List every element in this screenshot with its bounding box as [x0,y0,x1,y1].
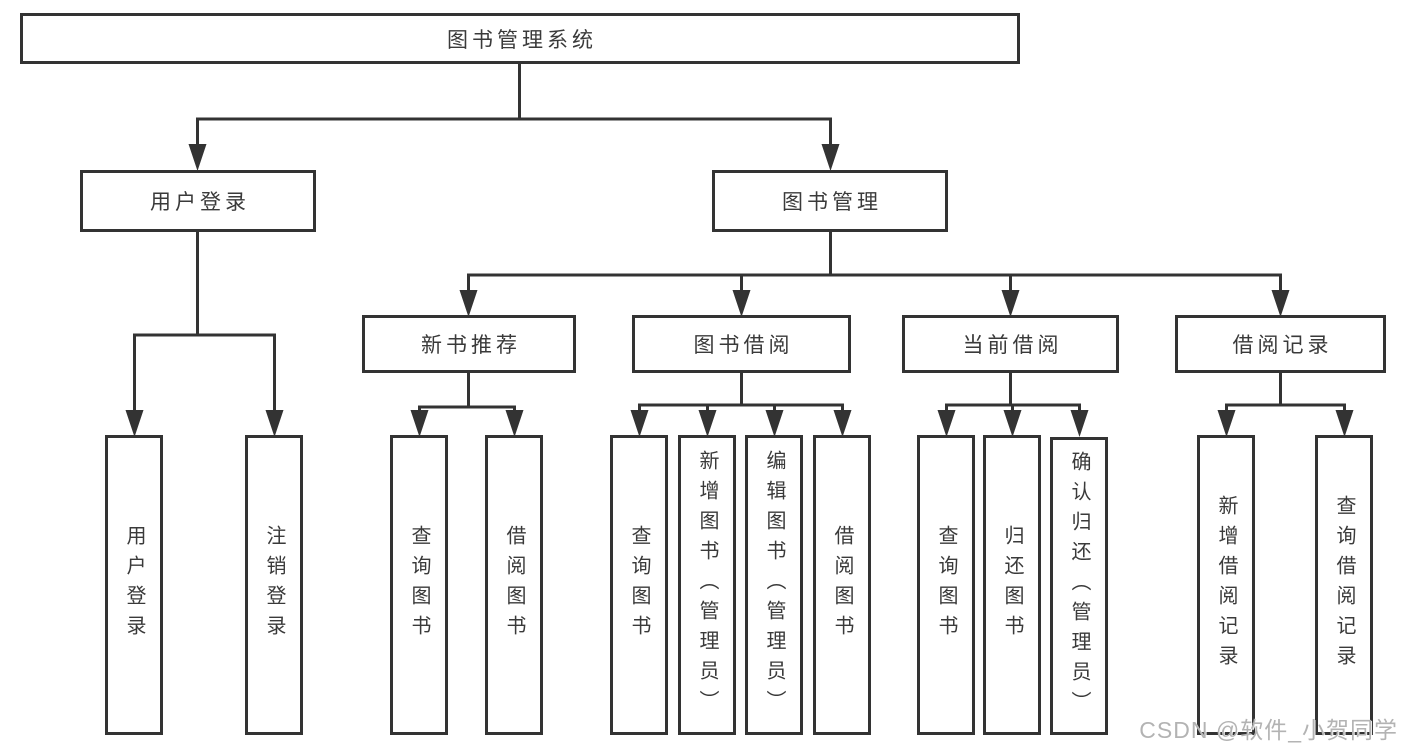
node-new-book-recommend: 新书推荐 [362,315,576,373]
leaf-confirm-return-admin: 确认归还（管理员） [1050,437,1108,735]
node-book-management: 图书管理 [712,170,948,232]
leaf-add-borrow-record: 新增借阅记录 [1197,435,1255,735]
leaf-add-book-admin: 新增图书（管理员） [678,435,736,735]
node-book-borrowing: 图书借阅 [632,315,851,373]
arrowheads [125,144,1354,437]
leaf-logout: 注销登录 [245,435,303,735]
leaf-query-books-borrowing: 查询图书 [610,435,668,735]
leaf-query-books-current: 查询图书 [917,435,975,735]
leaf-edit-book-admin: 编辑图书（管理员） [745,435,803,735]
leaf-return-book: 归还图书 [983,435,1041,735]
leaf-borrow-books-recommend: 借阅图书 [485,435,543,735]
node-user-login: 用户登录 [80,170,316,232]
node-borrowing-records: 借阅记录 [1175,315,1386,373]
leaf-query-borrow-record: 查询借阅记录 [1315,435,1373,735]
leaf-user-login: 用户登录 [105,435,163,735]
node-library-system: 图书管理系统 [20,13,1020,64]
node-current-borrowing: 当前借阅 [902,315,1119,373]
leaf-borrow-books-borrowing: 借阅图书 [813,435,871,735]
leaf-query-books-recommend: 查询图书 [390,435,448,735]
csdn-watermark: CSDN @软件_小贺同学 [1139,717,1398,743]
